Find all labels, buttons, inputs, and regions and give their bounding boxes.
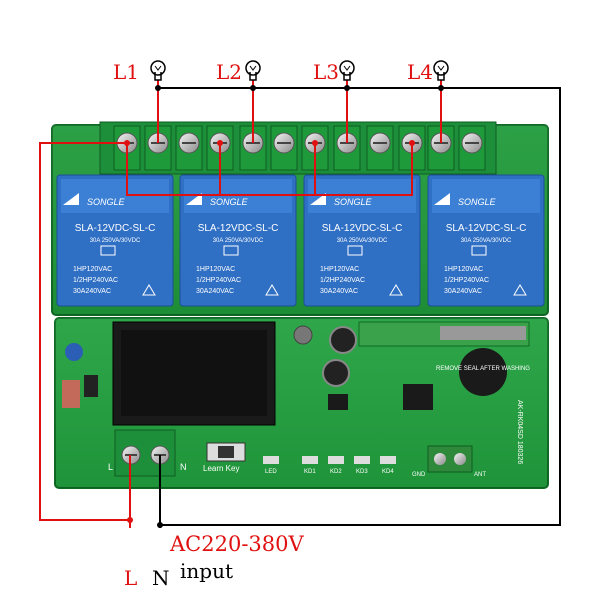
- bulb-icon: [245, 60, 261, 81]
- relay-rating-hp1: 1HP120VAC: [320, 266, 359, 273]
- kd2-label: KD2: [330, 469, 342, 475]
- bottom-terminal-block: L N: [108, 429, 187, 477]
- rf-module: [358, 321, 530, 347]
- relay-rating-hp2: 1/2HP240VAC: [444, 277, 489, 284]
- relay-rating-amp: 30A240VAC: [73, 288, 111, 295]
- relay-rating-hp1: 1HP120VAC: [73, 266, 112, 273]
- relay-2: SONGLE SLA-12VDC-SL-C 30A 250VA/30VDC 1HP12…: [179, 174, 297, 307]
- warning-icon: [513, 284, 527, 296]
- relay-rating-hp2: 1/2HP240VAC: [73, 277, 118, 284]
- load-bulbs: [150, 60, 449, 81]
- buzzer-label: REMOVE SEAL AFTER WASHING: [436, 366, 530, 372]
- junction-dot: [127, 517, 133, 523]
- relay-4: SONGLE SLA-12VDC-SL-C 30A 250VA/30VDC 1HP12…: [427, 174, 545, 307]
- ic-chip: [328, 384, 433, 410]
- kd3-label: KD3: [356, 469, 368, 475]
- load-label-l4: L4: [407, 60, 434, 84]
- relay-rating-hp1: 1HP120VAC: [444, 266, 483, 273]
- junction-dot: [157, 522, 163, 528]
- relay-brand: SONGLE: [210, 197, 249, 207]
- relay-model: SLA-12VDC-SL-C: [75, 223, 156, 234]
- relay-brand: SONGLE: [334, 197, 373, 207]
- electrolytic-capacitors: [293, 325, 357, 387]
- relay-rating-hp2: 1/2HP240VAC: [320, 277, 365, 284]
- bulb-icon: [150, 60, 166, 81]
- buzzer: REMOVE SEAL AFTER WASHING: [436, 348, 530, 396]
- load-label-l3: L3: [313, 60, 340, 84]
- relay-rating: 30A 250VA/30VDC: [213, 238, 264, 244]
- input-label: input: [180, 559, 233, 583]
- indicator-leds: LED KD1 KD2 KD3 KD4: [263, 456, 396, 475]
- warning-icon: [389, 284, 403, 296]
- cqc-icon: [471, 245, 487, 256]
- input-n-label: N: [152, 566, 170, 590]
- songle-logo-icon: [434, 193, 450, 205]
- power-connector: GND ANT: [412, 445, 486, 478]
- junction-dot: [250, 85, 256, 91]
- cqc-icon: [100, 245, 116, 256]
- relay-model: SLA-12VDC-SL-C: [322, 223, 403, 234]
- relay-model: SLA-12VDC-SL-C: [446, 223, 527, 234]
- relay-rating-hp2: 1/2HP240VAC: [196, 277, 241, 284]
- junction-dot: [312, 140, 318, 146]
- junction-dot: [155, 85, 161, 91]
- fuse-capacitor: [62, 343, 98, 408]
- load-label-l1: L1: [113, 60, 140, 84]
- input-l-label: L: [124, 566, 138, 590]
- cqc-icon: [347, 245, 363, 256]
- warning-icon: [142, 284, 156, 296]
- relay-rating: 30A 250VA/30VDC: [461, 238, 512, 244]
- relay-rating-hp1: 1HP120VAC: [196, 266, 235, 273]
- led-label: LED: [265, 469, 277, 475]
- transformer: [112, 321, 276, 426]
- junction-dot: [217, 140, 223, 146]
- relay-brand: SONGLE: [87, 197, 126, 207]
- relay-rating: 30A 250VA/30VDC: [90, 238, 141, 244]
- input-voltage-label: AC220-380V: [170, 532, 304, 556]
- relay-rating-amp: 30A240VAC: [444, 288, 482, 295]
- kd4-label: KD4: [382, 469, 394, 475]
- live-bus: [126, 143, 413, 196]
- load-label-l2: L2: [216, 60, 243, 84]
- neutral-wire: [158, 87, 561, 528]
- learn-key: Learn Key: [203, 442, 246, 473]
- junction-dot: [409, 140, 415, 146]
- junction-dot: [438, 85, 444, 91]
- terminal-n-label: N: [180, 462, 187, 472]
- top-terminal-block: [99, 121, 497, 175]
- learn-key-label: Learn Key: [203, 464, 239, 473]
- kd1-label: KD1: [304, 469, 316, 475]
- relay-rating-amp: 30A240VAC: [320, 288, 358, 295]
- gnd-label: GND: [412, 472, 426, 478]
- junction-dot: [344, 85, 350, 91]
- warning-icon: [265, 284, 279, 296]
- junction-dot: [124, 140, 130, 146]
- terminal-l-label: L: [108, 462, 113, 472]
- relay-brand: SONGLE: [458, 197, 497, 207]
- board-model-text: AK-RK04SD 180326: [516, 400, 523, 464]
- songle-logo-icon: [63, 193, 79, 205]
- relay-rating-amp: 30A240VAC: [196, 288, 234, 295]
- bulb-icon: [339, 60, 355, 81]
- bulb-icon: [433, 60, 449, 81]
- relay-rating: 30A 250VA/30VDC: [337, 238, 388, 244]
- relay-model: SLA-12VDC-SL-C: [198, 223, 279, 234]
- cqc-icon: [223, 245, 239, 256]
- wire-junctions: [124, 85, 444, 528]
- ant-label: ANT: [474, 472, 486, 478]
